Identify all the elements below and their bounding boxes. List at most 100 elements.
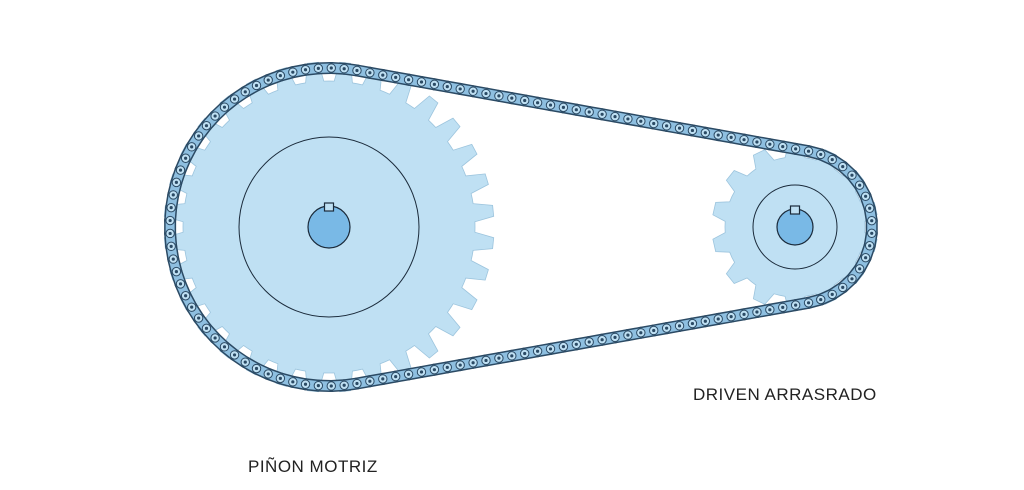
chain-pin: [868, 244, 872, 248]
chain-pin: [184, 294, 188, 298]
chain-pin: [178, 168, 183, 172]
chain-pin: [587, 110, 591, 114]
chain-pin: [510, 354, 514, 358]
chain-pin: [368, 71, 372, 75]
chain-pin: [716, 133, 720, 137]
chain-pin: [471, 89, 475, 93]
chain-pin: [458, 87, 462, 91]
chain-pin: [484, 358, 488, 363]
chain-pin: [523, 98, 527, 103]
chain-pin: [600, 112, 604, 116]
drive-sprocket-label: PIÑON MOTRIZ: [248, 457, 378, 476]
chain-pin: [536, 101, 540, 105]
chain-pin: [458, 363, 462, 367]
chain-pin: [190, 305, 194, 309]
chain-pin: [291, 70, 295, 74]
chain-pin: [729, 135, 733, 139]
chain-pin: [690, 321, 695, 326]
chain-pin: [794, 147, 798, 151]
chain-pin: [639, 119, 643, 123]
chain-pin: [316, 384, 320, 388]
chain-pin: [613, 115, 617, 119]
chain-pin: [841, 285, 845, 290]
chain-pin: [716, 317, 720, 321]
chain-pin: [819, 297, 823, 302]
chain-pin: [222, 105, 227, 109]
chain-pin: [830, 292, 834, 296]
chain-pin: [174, 270, 178, 274]
chain-pin: [419, 80, 424, 84]
chain-pin: [768, 308, 772, 312]
chain-pin: [755, 310, 759, 314]
hubs: [307, 202, 814, 249]
chain-pin: [266, 78, 270, 82]
roller-chain: [164, 62, 878, 392]
sprockets: [163, 61, 878, 393]
chain-pin: [561, 105, 566, 109]
driven-sprocket-label: DRIVEN ARRASRADO: [693, 385, 877, 404]
chain-pin: [806, 301, 811, 305]
chain-pin: [841, 164, 845, 169]
chain-pin: [171, 257, 175, 261]
chain-pin: [174, 180, 178, 184]
chain-pin: [652, 328, 656, 333]
chain-pin: [316, 66, 320, 70]
chain-pin: [830, 158, 834, 162]
chain-pin: [171, 193, 175, 197]
chain-pin: [204, 326, 209, 330]
chain-pin: [291, 380, 295, 384]
chain-pin: [574, 108, 578, 112]
chain-pin: [168, 231, 172, 236]
chain-pin: [870, 231, 874, 235]
chain-pin: [690, 128, 695, 133]
drive-hub: [307, 205, 351, 249]
drive-sprocket-pitch-circle: [238, 136, 420, 318]
chain-pin: [850, 277, 854, 281]
chain-pin: [254, 366, 259, 371]
chain-pin: [432, 368, 436, 372]
chain-pin: [184, 156, 188, 160]
chain-pin: [197, 316, 201, 320]
drive-keyway: [323, 202, 335, 212]
chain-pin: [870, 219, 874, 223]
chain-pin: [819, 152, 823, 157]
chain-pin: [510, 96, 514, 100]
chain-pin: [497, 356, 501, 360]
chain-pin: [868, 206, 872, 210]
chain-pin: [406, 78, 411, 82]
chain-pin: [303, 68, 308, 72]
chain-pin: [794, 303, 798, 307]
chain-pin: [342, 383, 346, 387]
chain-pin: [626, 117, 630, 121]
chain-pin: [168, 218, 172, 223]
chain-pin: [355, 381, 359, 386]
chain-pin: [587, 340, 591, 344]
chain-pin: [742, 138, 746, 142]
chain-pin: [665, 326, 669, 330]
chain-pin: [652, 121, 656, 126]
chain-pin: [266, 372, 270, 376]
chain-pin: [381, 73, 385, 77]
chain-pin: [355, 68, 359, 73]
chain-pin: [600, 338, 604, 342]
chain-pin: [864, 194, 868, 198]
chain-pin: [222, 345, 227, 349]
chain-pin: [329, 384, 333, 388]
chain-pin: [626, 333, 630, 337]
chain-pin: [329, 66, 333, 70]
chain-pin: [243, 360, 247, 364]
chain-pin: [419, 370, 424, 374]
chain-pin: [213, 336, 217, 340]
chain-pin: [729, 315, 733, 319]
chain-pin: [381, 377, 385, 381]
chain-pin: [394, 375, 398, 379]
chain-pin: [561, 345, 566, 349]
chain-pin: [677, 126, 682, 130]
chain-pin: [445, 365, 449, 369]
chain-pin: [755, 140, 759, 144]
chain-pin: [243, 90, 247, 94]
chain-pin: [169, 244, 173, 248]
chain-pin: [781, 305, 785, 310]
chain-pin: [169, 206, 173, 210]
